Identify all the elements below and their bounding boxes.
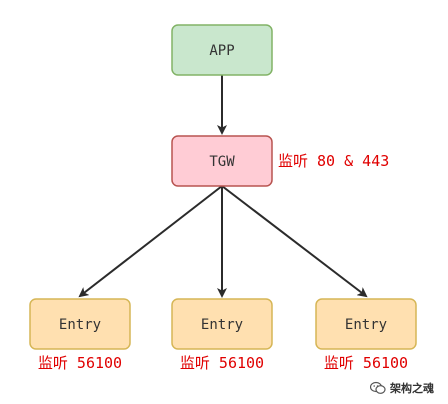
node-entry-2: Entry bbox=[171, 298, 273, 350]
node-tgw-label: TGW bbox=[209, 154, 235, 170]
wechat-icon bbox=[370, 381, 386, 395]
entry-2-listen-note: 监听 56100 bbox=[180, 354, 264, 372]
entry-1-listen-note: 监听 56100 bbox=[38, 354, 122, 372]
node-tgw-box bbox=[171, 135, 273, 187]
node-entry-1: Entry bbox=[29, 298, 131, 350]
watermark-text: 架构之魂 bbox=[390, 382, 434, 395]
node-app-label: APP bbox=[209, 43, 234, 59]
node-app: APP bbox=[171, 24, 273, 76]
node-entry-3: Entry bbox=[315, 298, 417, 350]
node-entry-box bbox=[171, 298, 273, 350]
edge-tgw-entry-3 bbox=[221, 185, 368, 298]
node-entry-label: Entry bbox=[345, 317, 387, 333]
edge-tgw-entry-1 bbox=[78, 185, 223, 298]
node-tgw: TGW bbox=[171, 135, 273, 187]
node-entry-label: Entry bbox=[201, 317, 243, 333]
entry-3-listen-note: 监听 56100 bbox=[324, 354, 408, 372]
node-entry-box bbox=[29, 298, 131, 350]
node-entry-box bbox=[315, 298, 417, 350]
tgw-listen-note: 监听 80 & 443 bbox=[278, 152, 389, 170]
node-entry-label: Entry bbox=[59, 317, 101, 333]
node-app-box bbox=[171, 24, 273, 76]
watermark: 架构之魂 bbox=[370, 380, 434, 396]
